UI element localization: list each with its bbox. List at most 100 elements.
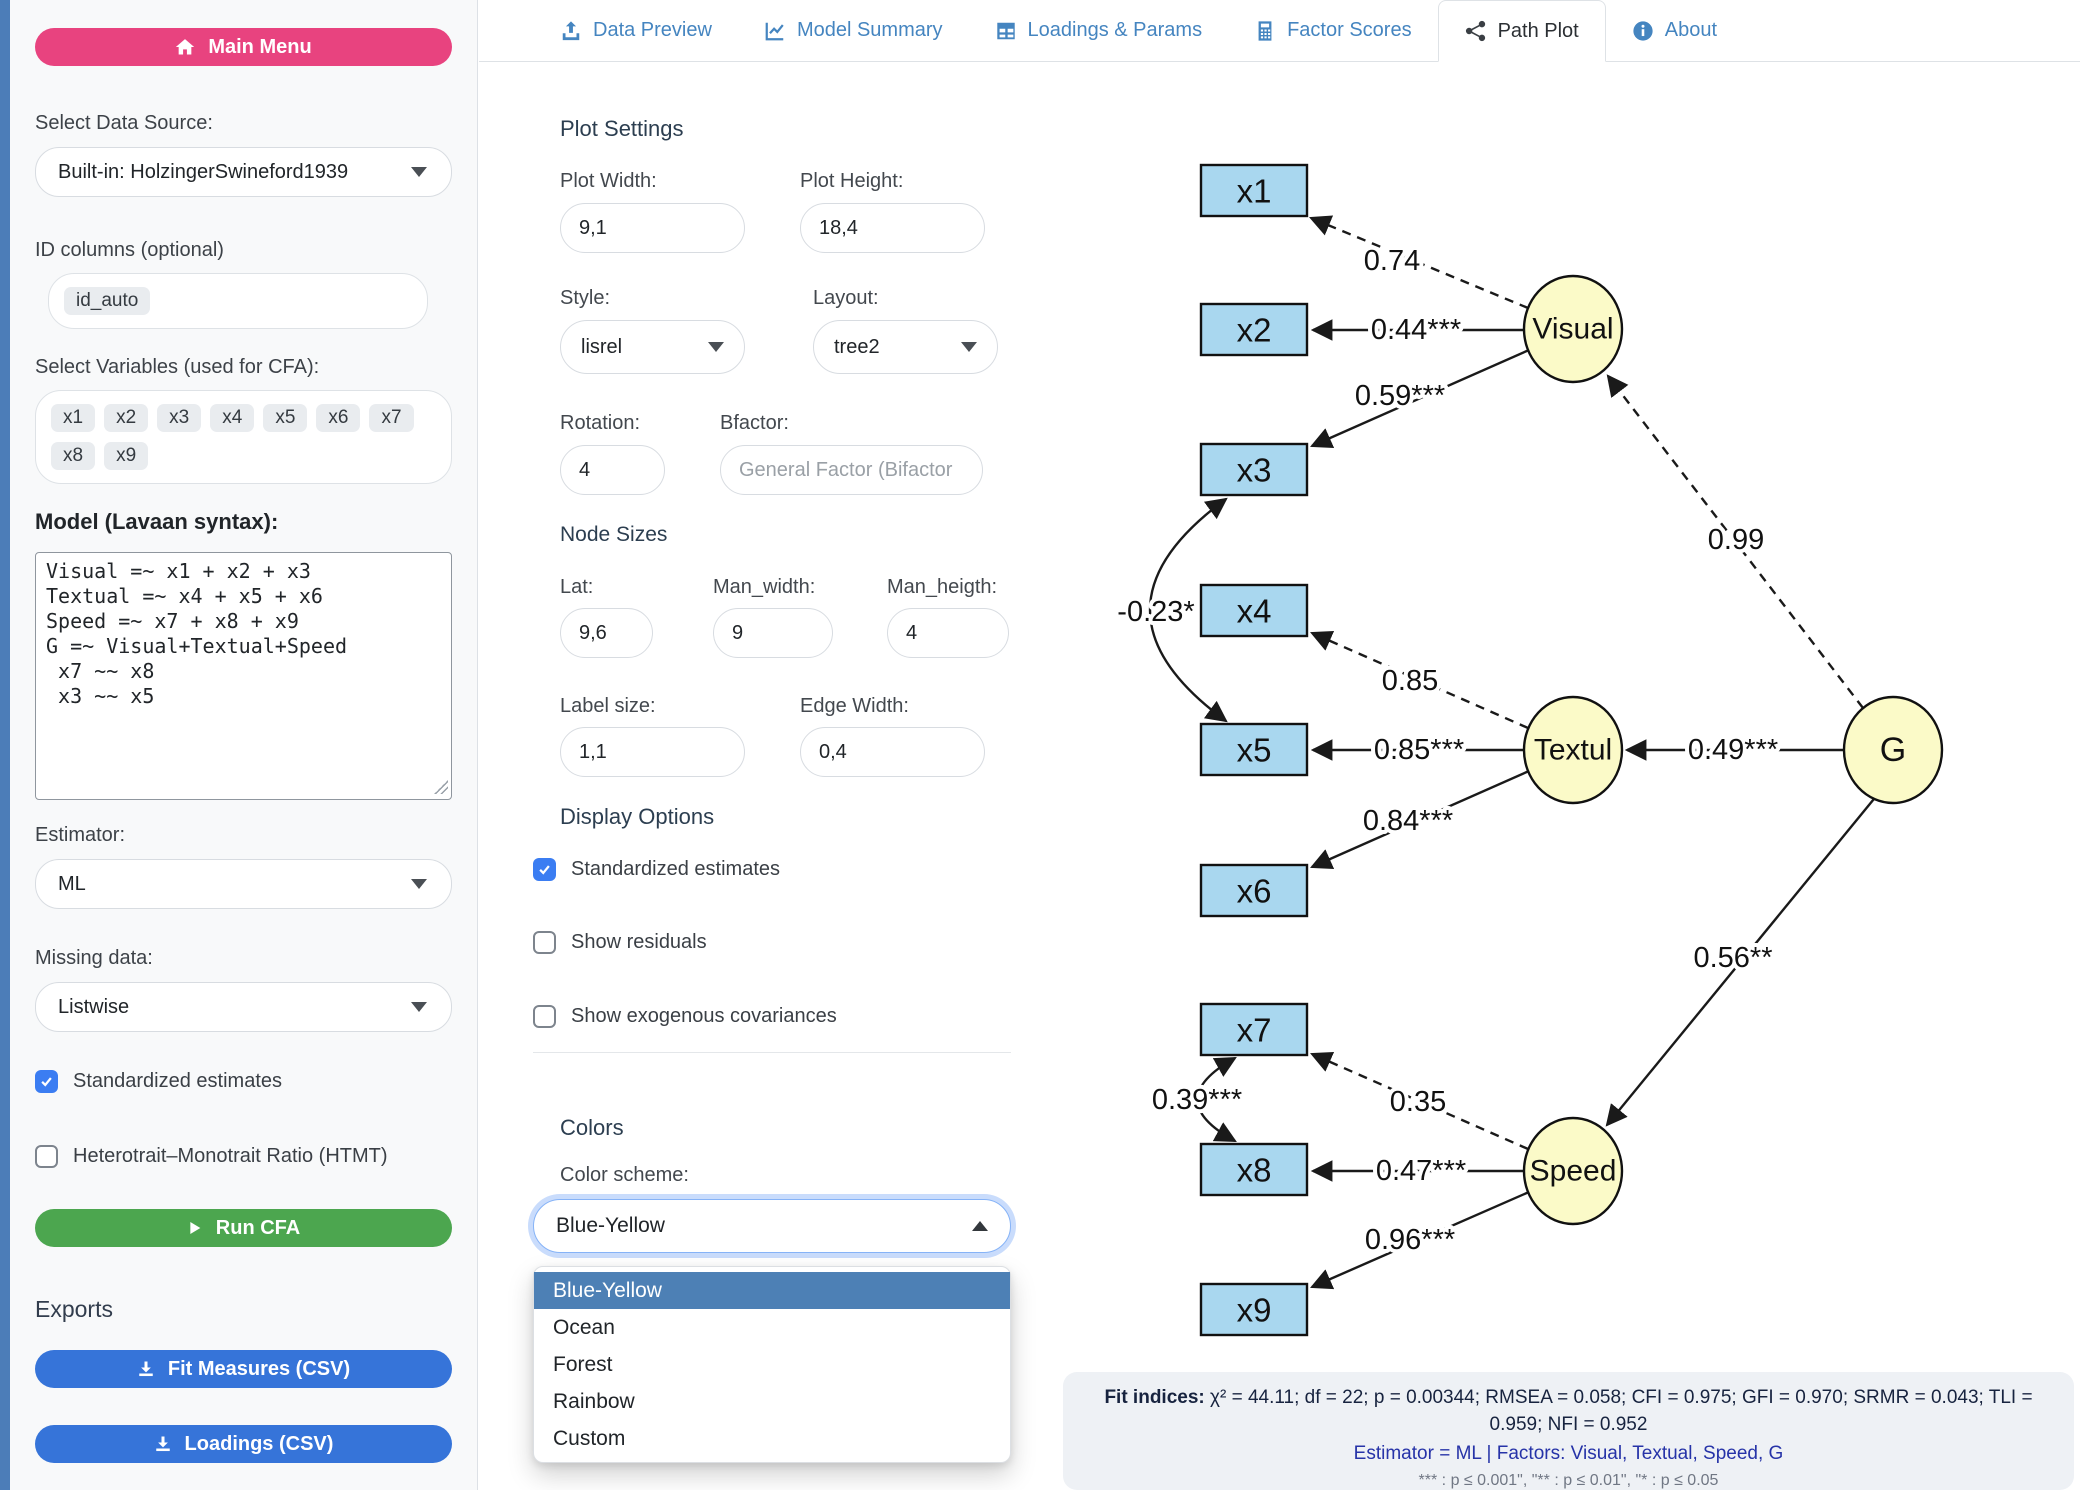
node-visual [1522,274,1624,384]
tab-loadings-params[interactable]: Loadings & Params [969,0,1229,61]
htmt-row: Heterotrait–Monotrait Ratio (HTMT) [35,1145,452,1168]
tab-model-summary[interactable]: Model Summary [738,0,969,61]
menu-item-ocean[interactable]: Ocean [553,1315,615,1339]
chevron-down-icon [961,342,977,352]
home-icon [175,37,195,57]
id-columns-field[interactable]: id_auto [48,273,428,329]
tab-path-plot[interactable]: Path Plot [1437,0,1606,62]
tab-label: Model Summary [796,19,943,41]
node-label-x4: x4 [1237,593,1272,630]
opt-standardized-checkbox[interactable] [533,858,556,881]
plot-settings-heading: Plot Settings [560,116,684,141]
menu-item-rainbow[interactable]: Rainbow [553,1389,635,1413]
main-panel: Data Preview Model Summary Loadings & Pa… [479,0,2080,1490]
data-source-select[interactable]: Built-in: HolzingerSwineford1939 [35,147,452,197]
display-options-heading: Display Options [560,804,715,829]
missing-data-select[interactable]: Listwise [35,982,452,1032]
bfactor-input[interactable] [720,445,983,495]
color-scheme-select[interactable]: Blue-Yellow [533,1199,1011,1253]
variable-chip[interactable]: x6 [316,404,361,432]
edge-label-cov-x3-x5: -0.23* [1117,596,1194,628]
node-x7 [1199,1002,1309,1057]
loadings-csv-button[interactable]: Loadings (CSV) [35,1425,452,1463]
exports-heading: Exports [35,1296,113,1322]
edge-speed-x7 [1310,1051,1529,1151]
style-label: Style: [560,287,611,309]
plot-height-label: Plot Height: [800,170,904,192]
plot-height-input[interactable] [800,203,985,253]
label-size-label: Label size: [560,695,656,717]
label-size-input[interactable] [560,727,745,777]
tab-label: Factor Scores [1287,19,1412,41]
node-textual [1522,695,1624,805]
tab-about[interactable]: About [1606,0,1743,61]
edge-label-g-speed: 0.56** [1693,942,1772,974]
download-icon [137,1360,155,1378]
node-label-x8: x8 [1237,1152,1272,1189]
standardized-estimates-checkbox[interactable] [35,1070,58,1093]
node-x9 [1199,1282,1309,1337]
variable-chip[interactable]: x8 [51,442,96,470]
check-icon [41,1077,52,1087]
edge-label-cov-x7-x8: 0.39*** [1152,1084,1242,1116]
estimator-label: Estimator: [35,824,126,846]
edge-textual-x6 [1310,769,1530,870]
opt-residuals-label: Show residuals [571,931,707,953]
fit-measures-csv-button[interactable]: Fit Measures (CSV) [35,1350,452,1388]
node-x4 [1199,583,1309,638]
variables-field[interactable]: x1 x2 x3 x4 x5 x6 x7 x8 x9 [35,390,452,484]
lat-input[interactable] [560,608,653,658]
significance-legend: *** : p ≤ 0.001", "** : p ≤ 0.01", "* : … [1418,1472,1719,1489]
estimator-select[interactable]: ML [35,859,452,909]
calculator-icon [1254,20,1276,42]
tab-factor-scores[interactable]: Factor Scores [1228,0,1437,61]
edge-g-visual [1606,374,1864,709]
variable-chip[interactable]: x7 [369,404,414,432]
edge-visual-x3 [1310,348,1530,449]
opt-standardized-row: Standardized estimates [533,858,780,881]
edge-label-textual-x5: 0.85*** [1374,734,1464,766]
variable-chip[interactable]: x1 [51,404,96,432]
data-source-label: Select Data Source: [35,112,213,134]
opt-exogenous-checkbox[interactable] [533,1005,556,1028]
variable-chip[interactable]: x5 [263,404,308,432]
model-syntax-textarea[interactable]: Visual =~ x1 + x2 + x3 Textual =~ x4 + x… [35,552,452,800]
man-heigth-input[interactable] [887,608,1009,658]
tab-data-preview[interactable]: Data Preview [534,0,738,61]
man-width-input[interactable] [713,608,833,658]
variables-label: Select Variables (used for CFA): [35,356,320,378]
path-plot-diagram: -0.23* 0.74 0.44*** 0.59*** 0.85 0.85***… [1113,163,1944,1337]
chevron-down-icon [411,879,427,889]
rotation-input[interactable] [560,445,665,495]
variable-chip[interactable]: x4 [210,404,255,432]
id-columns-label: ID columns (optional) [35,239,224,261]
variable-chip[interactable]: x3 [157,404,202,432]
estimator-value: ML [58,872,86,895]
run-cfa-button[interactable]: Run CFA [35,1209,452,1247]
edge-width-input[interactable] [800,727,985,777]
menu-item-blue-yellow[interactable]: Blue-Yellow [534,1272,1010,1309]
main-menu-label: Main Menu [208,35,312,58]
edge-label-speed-x7: 0.35 [1390,1086,1446,1118]
model-syntax-label: Model (Lavaan syntax): [35,509,279,534]
colors-heading: Colors [560,1115,624,1140]
tab-label: About [1664,19,1718,41]
opt-standardized-label: Standardized estimates [571,858,781,880]
layout-select[interactable]: tree2 [813,320,998,374]
fit-measures-csv-label: Fit Measures (CSV) [167,1357,351,1380]
opt-residuals-checkbox[interactable] [533,931,556,954]
id-chip[interactable]: id_auto [64,287,151,315]
htmt-checkbox[interactable] [35,1145,58,1168]
download-icon [154,1435,172,1453]
fit-indices-values: χ² = 44.11; df = 22; p = 0.00344; RMSEA … [1210,1387,2033,1435]
run-cfa-label: Run CFA [215,1216,301,1239]
menu-item-custom[interactable]: Custom [553,1426,626,1450]
variable-chip[interactable]: x9 [104,442,149,470]
style-select[interactable]: lisrel [560,320,745,374]
plot-width-input[interactable] [560,203,745,253]
node-label-textual: Textul [1534,734,1612,767]
variable-chip[interactable]: x2 [104,404,149,432]
main-menu-button[interactable]: Main Menu [35,28,452,66]
menu-item-forest[interactable]: Forest [553,1352,613,1376]
